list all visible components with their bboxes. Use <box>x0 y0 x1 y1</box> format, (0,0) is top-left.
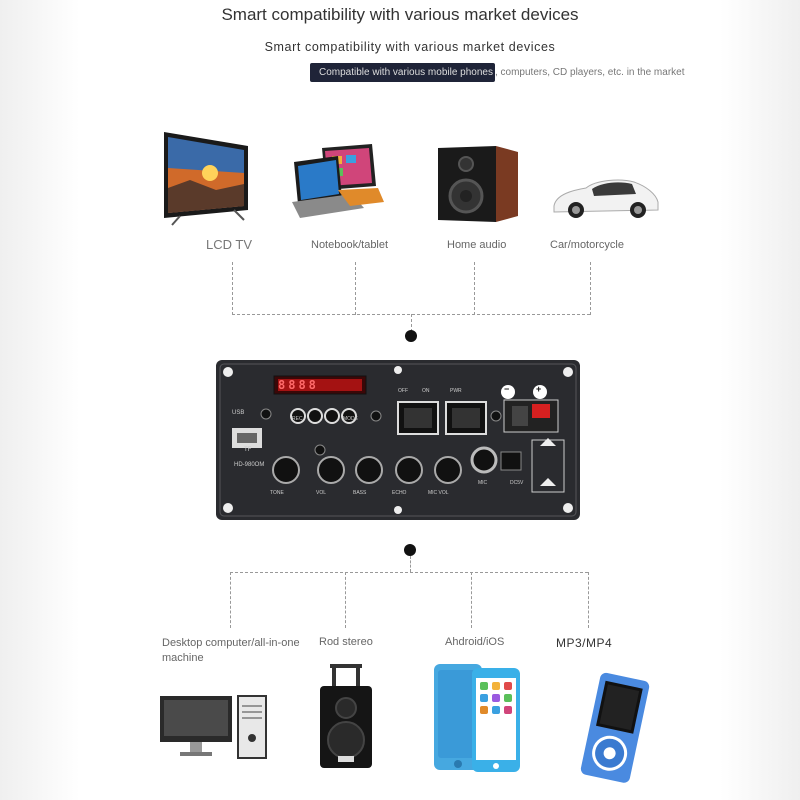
top-device-label: LCD TV <box>206 237 252 252</box>
dc-label: DC5V <box>510 480 524 486</box>
led-display: 8888 <box>278 378 319 392</box>
switch-label: ON <box>422 388 430 394</box>
polarity-minus: − <box>504 384 510 394</box>
bottom-device-label: Ahdroid/iOS <box>445 636 505 648</box>
connector <box>345 572 346 628</box>
knob-label: MIC VOL <box>428 490 449 496</box>
amplifier-board <box>216 360 580 520</box>
connector <box>474 262 475 315</box>
knob-label: TONE <box>270 490 284 496</box>
bottom-device-label: Rod stereo <box>319 636 373 648</box>
connector <box>471 572 472 628</box>
junction-dot <box>404 544 416 556</box>
knob-label: BASS <box>353 490 367 496</box>
mic-label: MIC <box>478 480 488 486</box>
top-device-label: Home audio <box>447 239 507 251</box>
tf-label: TF <box>244 447 252 453</box>
top-device-label: Notebook/tablet <box>311 239 389 251</box>
knob-label: VOL <box>316 490 327 496</box>
junction-dot <box>405 330 417 342</box>
compat-line: Compatible with various mobile phones, c… <box>310 63 685 82</box>
smartphone-icon <box>432 662 524 774</box>
bottom-device-label: MP3/MP4 <box>556 636 613 650</box>
page-title: Smart compatibility with various market … <box>221 5 579 24</box>
switch-label: PWR <box>450 388 462 394</box>
connector <box>410 556 411 572</box>
desktop-computer-icon <box>158 694 270 760</box>
laptop-icon <box>292 142 388 220</box>
button-label: MODE <box>343 416 358 422</box>
trolley-speaker-icon <box>318 662 374 770</box>
car-icon <box>550 172 662 222</box>
connector <box>588 572 589 628</box>
brand-label: HD-980OM <box>234 462 265 468</box>
switch-label: OFF <box>398 388 408 394</box>
connector <box>590 262 591 315</box>
usb-label: USB <box>232 410 245 416</box>
page-subtitle: Smart compatibility with various market … <box>264 40 556 54</box>
compat-rest: , computers, CD players, etc. in the mar… <box>494 67 685 78</box>
knob-label: ECHO <box>392 490 407 496</box>
right-shadow <box>720 0 800 800</box>
top-device-label: Car/motorcycle <box>550 239 624 251</box>
lcd-tv-icon <box>160 128 256 226</box>
connector <box>355 262 356 315</box>
compat-highlight: Compatible with various mobile phones <box>310 63 495 82</box>
left-shadow <box>0 0 80 800</box>
polarity-plus: + <box>536 384 542 394</box>
connector <box>232 262 233 315</box>
connector <box>230 572 588 573</box>
connector <box>411 314 412 332</box>
button-label: REC <box>292 416 303 422</box>
speaker-icon <box>436 144 520 224</box>
connector <box>230 572 231 628</box>
mp3-player-icon <box>574 672 658 784</box>
